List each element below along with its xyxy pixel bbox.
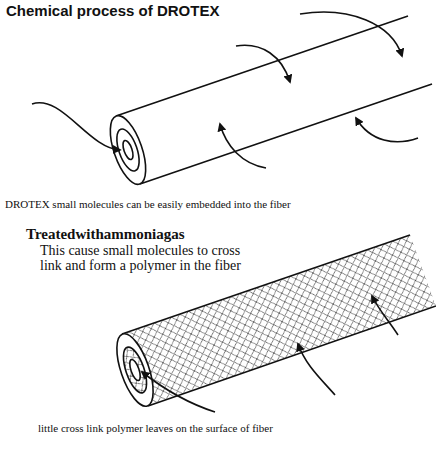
flow-arrows [142, 296, 398, 412]
flow-arrows [32, 12, 418, 168]
plain-fiber [103, 16, 432, 189]
diagram-title: Chemical process of DROTEX [6, 2, 219, 19]
step-description: This cause small molecules to cross link… [40, 243, 245, 273]
step-heading: Treatedwithammoniagas [26, 226, 326, 243]
caption-note: little cross link polymer leaves on the … [38, 422, 433, 435]
caption-note: DROTEX small molecules can be easily emb… [5, 198, 433, 211]
